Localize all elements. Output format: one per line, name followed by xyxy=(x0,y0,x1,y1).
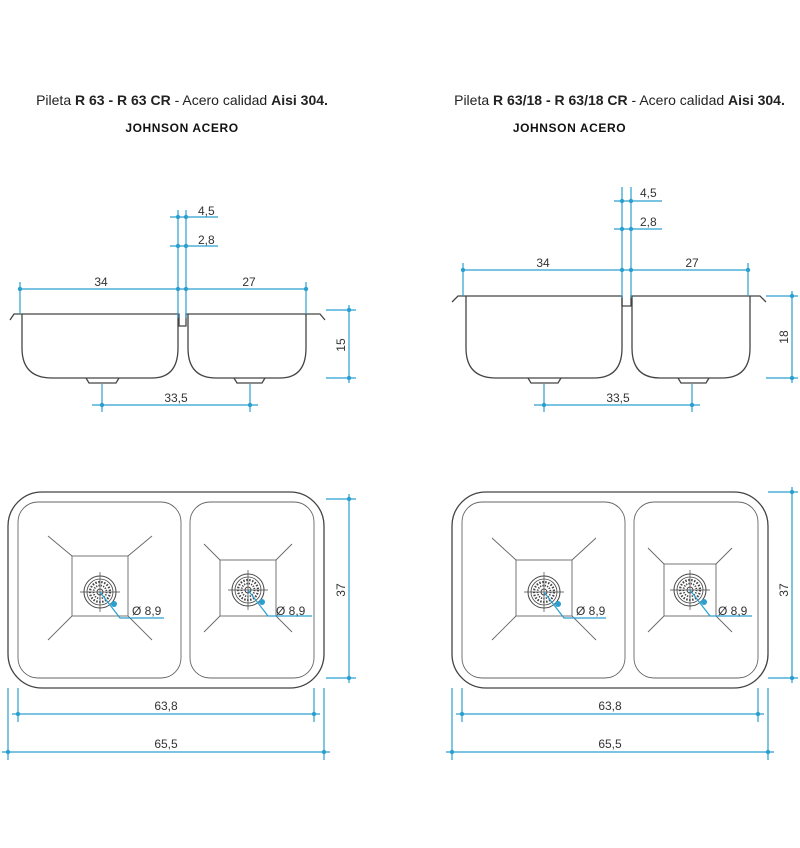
right-label-outer-width: 65,5 xyxy=(598,737,622,751)
left-label-drain-diameter-1: Ø 8,9 xyxy=(132,604,162,618)
left-label-outer-width: 65,5 xyxy=(154,737,178,751)
left-plan-view xyxy=(7,491,325,689)
right-label-depth: 18 xyxy=(777,330,791,344)
right-brand: JOHNSON ACERO xyxy=(512,121,627,135)
right-dimension-labels: 4,5 2,8 34 27 18 33,5 37 Ø 8,9 Ø 8,9 63,… xyxy=(536,186,791,751)
left-title-model: R 63 - R 63 CR xyxy=(75,92,171,108)
right-label-drain-diameter-1: Ø 8,9 xyxy=(576,604,606,618)
right-label-left-width: 34 xyxy=(536,256,550,270)
left-title-material: - Acero calidad xyxy=(170,92,272,108)
left-label-depth: 15 xyxy=(334,338,348,352)
right-label-top-b: 2,8 xyxy=(640,215,657,229)
right-plan-dimensions xyxy=(446,487,798,760)
right-product-title: Pileta R 63/18 - R 63/18 CR - Acero cali… xyxy=(452,92,787,108)
left-label-top-b: 2,8 xyxy=(198,233,215,247)
right-label-drain-diameter-2: Ø 8,9 xyxy=(718,604,748,618)
right-title-grade: Aisi 304. xyxy=(728,92,785,108)
left-dimension-labels: 4,5 2,8 34 27 15 33,5 37 Ø 8,9 Ø 8,9 63,… xyxy=(94,204,348,751)
left-section-view xyxy=(9,313,326,384)
left-brand: JOHNSON ACERO xyxy=(125,121,239,135)
left-label-drain-diameter-2: Ø 8,9 xyxy=(276,604,306,618)
left-label-inner-width: 63,8 xyxy=(154,699,178,713)
right-label-inner-width: 63,8 xyxy=(598,699,622,713)
left-product-title: Pileta R 63 - R 63 CR - Acero calidad Ai… xyxy=(32,92,332,108)
left-label-height: 37 xyxy=(334,583,348,597)
right-title-model: R 63/18 - R 63/18 CR xyxy=(493,92,628,108)
left-label-right-width: 27 xyxy=(242,275,256,289)
left-section-dimensions xyxy=(17,210,356,412)
right-label-right-width: 27 xyxy=(685,256,699,270)
right-section-view xyxy=(451,295,767,384)
right-section-dimensions xyxy=(460,187,798,412)
left-title-prefix: Pileta xyxy=(36,92,75,108)
right-title-prefix: Pileta xyxy=(454,92,494,108)
left-label-top-a: 4,5 xyxy=(198,204,215,218)
right-plan-view xyxy=(451,491,769,689)
right-title-material: - Acero calidad xyxy=(627,92,729,108)
left-label-left-width: 34 xyxy=(94,275,108,289)
right-label-height: 37 xyxy=(777,583,791,597)
right-label-drain-spacing: 33,5 xyxy=(606,391,630,405)
left-plan-dimensions xyxy=(2,494,356,760)
left-label-drain-spacing: 33,5 xyxy=(164,391,188,405)
right-label-top-a: 4,5 xyxy=(640,186,657,200)
left-title-grade: Aisi 304. xyxy=(271,92,328,108)
